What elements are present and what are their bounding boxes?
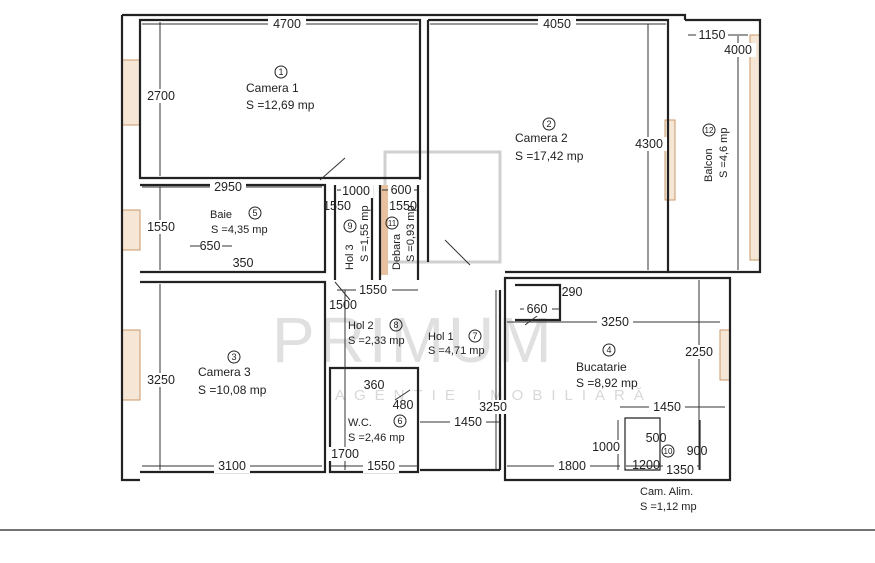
dimension-label: 900 (687, 444, 708, 458)
room-number: 6 (397, 416, 402, 426)
room-number: 7 (472, 331, 477, 341)
room-name: Hol 1 (428, 331, 454, 343)
room-number: 11 (388, 219, 397, 228)
room-labels: Camera 1 S =12,69 mp Camera 2 S =17,42 m… (198, 81, 730, 513)
dimension-label: 2950 (214, 180, 242, 194)
dimension-label: 1150 (699, 28, 726, 42)
dimension-label: 2250 (685, 345, 713, 359)
room-area: S =17,42 mp (515, 149, 584, 163)
room-name: Balcon (703, 148, 715, 182)
dimension-label: 1550 (389, 199, 417, 213)
room-number: 2 (546, 119, 551, 129)
dimension-label: 1450 (454, 415, 482, 429)
room-number: 1 (278, 67, 283, 77)
dimension-label: 4050 (543, 17, 571, 31)
dimension-label: 290 (562, 285, 583, 299)
room-area: S =10,08 mp (198, 383, 267, 397)
door-swings (319, 157, 546, 401)
room-number: 9 (347, 221, 352, 231)
dimension-label: 480 (393, 398, 414, 412)
dimension-label: 1800 (558, 459, 586, 473)
dimension-label: 1550 (323, 199, 351, 213)
room-number: 8 (393, 320, 398, 330)
dimension-label: 660 (527, 302, 548, 316)
dimension-label: 3100 (218, 459, 246, 473)
watermark-brand: PRIMUM (272, 304, 556, 376)
room-area: S =1,12 mp (640, 501, 697, 513)
dimension-label: 1350 (666, 463, 694, 477)
room-name: W.C. (348, 417, 372, 429)
room-name: Camera 2 (515, 131, 568, 145)
dimension-label: 1550 (359, 283, 387, 297)
room-name: Camera 3 (198, 365, 251, 379)
dimension-label: 1000 (342, 184, 370, 198)
dimension-label: 4700 (273, 17, 301, 31)
dimension-label: 2700 (147, 89, 175, 103)
dimension-label: 350 (233, 256, 254, 270)
room-area: S =4,35 mp (211, 224, 268, 236)
dimension-labels: 4700 4050 1150 4000 2700 4300 2950 1000 … (143, 16, 756, 477)
room-number: 10 (664, 447, 673, 456)
dimension-label: 1000 (592, 440, 620, 454)
room-name: Baie (210, 209, 232, 221)
room-area: S =8,92 mp (576, 376, 638, 390)
dimension-label: 1200 (632, 458, 660, 472)
room-area: S =4,6 mp (718, 128, 730, 178)
dimension-label: 3250 (479, 400, 507, 414)
room-area: S =2,46 mp (348, 432, 405, 444)
room-number-circles (227, 65, 716, 458)
room-number: 5 (252, 208, 257, 218)
dimension-label: 360 (364, 378, 385, 392)
watermark-tagline: AGENTIE IMOBILIARĂ (335, 387, 653, 404)
room-area: S =0,93 mp (405, 205, 417, 262)
room-area: S =1,55 mp (359, 205, 371, 262)
dimension-label: 1550 (367, 459, 395, 473)
room-name: Cam. Alim. (640, 486, 693, 498)
room-number: 12 (705, 126, 714, 135)
dimension-label: 1550 (147, 220, 175, 234)
dimension-label: 500 (646, 431, 667, 445)
dimension-label: 3250 (147, 373, 175, 387)
room-number: 4 (606, 345, 611, 355)
room-name: Hol 2 (348, 320, 374, 332)
room-name: Camera 1 (246, 81, 299, 95)
room-number: 3 (231, 352, 236, 362)
room-numbers: 1 2 3 4 5 6 7 8 9 10 11 12 (231, 67, 714, 456)
dimension-label: 600 (391, 183, 412, 197)
dimension-label: 1450 (653, 400, 681, 414)
room-area: S =4,71 mp (428, 345, 485, 357)
dimension-label: 1700 (331, 447, 359, 461)
dimension-label: 650 (200, 239, 221, 253)
room-name: Hol 3 (344, 244, 356, 270)
room-area: S =2,33 mp (348, 335, 405, 347)
room-name: Bucatarie (576, 360, 627, 374)
room-area: S =12,69 mp (246, 98, 315, 112)
dimension-label: 4000 (724, 43, 752, 57)
walls (0, 13, 875, 531)
dimension-label: 3250 (601, 315, 629, 329)
room-name: Debara (391, 233, 403, 270)
dimension-label: 1500 (329, 298, 357, 312)
dimension-label: 4300 (635, 137, 663, 151)
